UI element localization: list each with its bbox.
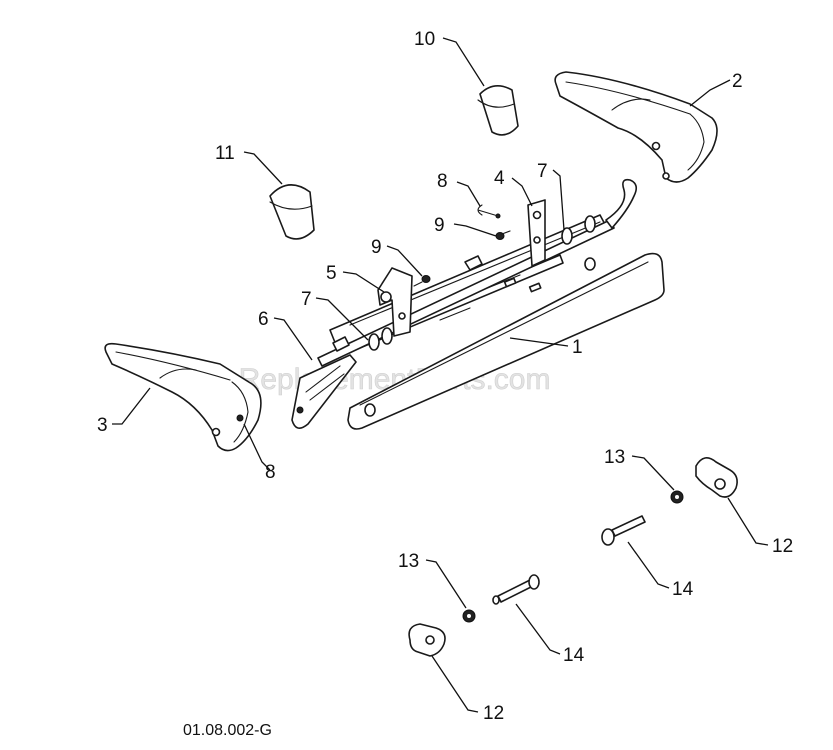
- callout-12-right: 12: [772, 536, 793, 557]
- callout-10: 10: [414, 29, 435, 50]
- callout-3: 3: [97, 415, 108, 436]
- callout-1: 1: [572, 337, 583, 358]
- reference-code: 01.08.002-G: [183, 722, 272, 739]
- callout-labels: 1 2 3 4 5 6 7 7 8 8 9 9 10 11 12 12 13 1…: [97, 29, 793, 724]
- callout-12-left: 12: [483, 703, 504, 724]
- callout-9-left: 9: [371, 237, 382, 258]
- callout-2: 2: [732, 71, 743, 92]
- part-screw-9-left: [413, 275, 431, 287]
- part-nut-13-right: [670, 490, 684, 504]
- part-end-plate-6: [291, 354, 357, 429]
- part-tab: [332, 336, 350, 352]
- callout-5: 5: [326, 263, 337, 284]
- callout-7-left: 7: [301, 289, 312, 310]
- callout-14-left: 14: [563, 645, 585, 666]
- part-knob-12-right: [695, 457, 738, 498]
- callout-8-top: 8: [437, 171, 448, 192]
- part-bolt-14-left: [492, 574, 540, 605]
- callout-7-right: 7: [537, 161, 548, 182]
- callout-4: 4: [494, 168, 505, 189]
- part-bracket-4: [527, 199, 546, 267]
- part-nut-13-left: [462, 609, 476, 623]
- part-knob-12-left: [408, 623, 446, 657]
- part-screw-9-top: [495, 230, 511, 240]
- part-knob-11: [269, 184, 315, 240]
- callout-6: 6: [258, 309, 269, 330]
- part-tab: [464, 255, 483, 271]
- part-handle-3: [104, 342, 262, 452]
- part-bracket-5: [377, 267, 413, 337]
- callout-13-left: 13: [398, 551, 419, 572]
- leader-lines: [112, 37, 769, 713]
- callout-14-right: 14: [672, 579, 694, 600]
- part-bolt-14-right: [601, 515, 646, 546]
- callout-8-bottom: 8: [265, 462, 276, 483]
- callout-9-right: 9: [434, 215, 445, 236]
- part-handle-2: [554, 71, 718, 183]
- part-knob-10: [477, 85, 519, 136]
- callout-13-right: 13: [604, 447, 625, 468]
- part-pin-8-top: [477, 204, 501, 219]
- callout-11: 11: [215, 143, 235, 164]
